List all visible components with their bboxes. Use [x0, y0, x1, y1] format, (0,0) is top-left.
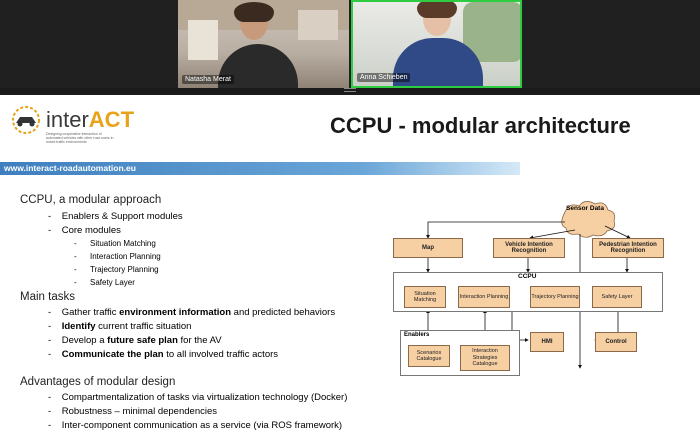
participant-name: Anna Schieben: [357, 73, 411, 82]
architecture-diagram: Sensor Data Map Vehicle Intention Recogn…: [390, 200, 670, 385]
heading-modular-approach: CCPU, a modular approach: [20, 194, 162, 206]
bullet-robustness: - Robustness – minimal dependencies: [48, 406, 217, 417]
logo-tagline: Designing cooperative interaction of aut…: [46, 132, 114, 144]
bullet-compartmentalization: - Compartmentalization of tasks via virt…: [48, 392, 348, 403]
safety-layer-box: Safety Layer: [592, 286, 642, 308]
situation-matching-box: Situation Matching: [404, 286, 446, 308]
sub-safety-layer: - Safety Layer: [74, 278, 135, 287]
ccpu-label: CCPU: [518, 273, 537, 280]
video-tile-anna[interactable]: Anna Schieben: [351, 0, 522, 88]
participant-hair: [417, 2, 457, 18]
bullet-communicate: - Communicate the plan to all involved t…: [48, 349, 279, 360]
video-tile-natasha[interactable]: Natasha Merat: [178, 0, 349, 88]
interaction-planning-box: Interaction Planning: [458, 286, 510, 308]
shared-slide: interACT Designing cooperative interacti…: [0, 95, 700, 441]
sub-trajectory-planning: - Trajectory Planning: [74, 265, 159, 274]
sub-interaction-planning: - Interaction Planning: [74, 252, 161, 261]
bullet-communication: - Inter-component communication as a ser…: [48, 420, 343, 431]
vehicle-intention-box: Vehicle Intention Recognition: [493, 238, 565, 258]
hmi-box: HMI: [530, 332, 564, 352]
control-box: Control: [595, 332, 637, 352]
background-frame: [188, 20, 218, 60]
participant-hair: [234, 2, 274, 22]
sub-situation-matching: - Situation Matching: [74, 239, 156, 248]
bullet-enablers: - Enablers & Support modules: [48, 211, 183, 222]
participant-body: [393, 38, 483, 86]
bullet-core-modules: - Core modules: [48, 225, 121, 236]
slide-title: CCPU - modular architecture: [330, 113, 631, 138]
participant-name: Natasha Merat: [182, 75, 234, 84]
heading-advantages: Advantages of modular design: [20, 376, 176, 388]
interaction-strategies-box: Interaction Strategies Catalogue: [460, 345, 510, 371]
trajectory-planning-box: Trajectory Planning: [530, 286, 580, 308]
url-band: [0, 162, 520, 175]
logo-wordmark: interACT: [46, 107, 135, 132]
pedestrian-intention-box: Pedestrian Intention Recognition: [592, 238, 664, 258]
background-shelf: [298, 10, 338, 40]
scenarios-catalogue-box: Scenarios Catalogue: [408, 345, 450, 367]
enablers-label: Enablers: [404, 332, 430, 338]
url-banner: www.interact-roadautomation.eu: [0, 162, 700, 175]
sensor-data-label: Sensor Data: [566, 205, 604, 212]
url-text: www.interact-roadautomation.eu: [4, 163, 136, 173]
resize-handle[interactable]: [344, 88, 356, 92]
interact-logo: interACT Designing cooperative interacti…: [8, 105, 148, 144]
map-box: Map: [393, 238, 463, 258]
bullet-identify: - Identify current traffic situation: [48, 321, 192, 332]
bullet-develop: - Develop a future safe plan for the AV: [48, 335, 222, 346]
heading-main-tasks: Main tasks: [20, 291, 75, 303]
car-logo-icon: [12, 106, 40, 134]
bullet-gather: - Gather traffic environment information…: [48, 307, 336, 318]
video-strip: Natasha Merat Anna Schieben: [0, 0, 700, 88]
